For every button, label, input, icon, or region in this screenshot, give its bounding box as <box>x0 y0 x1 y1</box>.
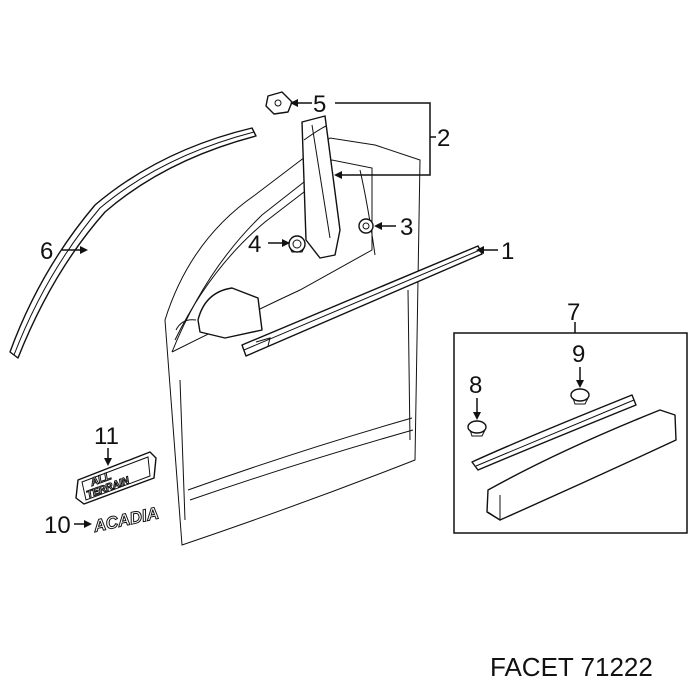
callout-numbers: 5 2 3 4 1 6 7 9 8 11 10 <box>40 91 585 539</box>
callout-3: 3 <box>400 214 413 241</box>
leader-lines <box>62 99 584 528</box>
part-9-clip <box>570 388 590 405</box>
part-4-grommet <box>288 235 306 253</box>
callout-7: 7 <box>567 299 580 326</box>
callout-2: 2 <box>437 125 450 152</box>
front-door-outline <box>164 137 421 546</box>
part-3-nut <box>358 218 374 234</box>
part-8-clip <box>467 420 487 437</box>
emblem-acadia-text: ACADIA <box>91 504 161 537</box>
part-1-belt-molding <box>241 245 483 357</box>
callout-11: 11 <box>94 423 119 450</box>
part-number-caption: FACET 71222 <box>490 652 653 682</box>
callout-4: 4 <box>248 231 261 258</box>
callout-6: 6 <box>40 238 53 265</box>
side-mirror <box>197 287 263 339</box>
part-2-applique <box>301 115 341 259</box>
callout-5: 5 <box>313 91 326 118</box>
callout-9: 9 <box>572 341 585 368</box>
part-7-group-box <box>453 332 688 534</box>
part-11-all-terrain-emblem: ALL TERRAIN <box>75 451 157 505</box>
callout-8: 8 <box>469 372 482 399</box>
callout-1: 1 <box>501 238 514 265</box>
part-5-clip <box>265 91 293 115</box>
callout-10: 10 <box>44 512 71 539</box>
part-10-acadia-emblem: ACADIA <box>90 503 161 537</box>
part-6-molding <box>9 127 257 359</box>
part-7-lower-molding <box>471 394 677 521</box>
